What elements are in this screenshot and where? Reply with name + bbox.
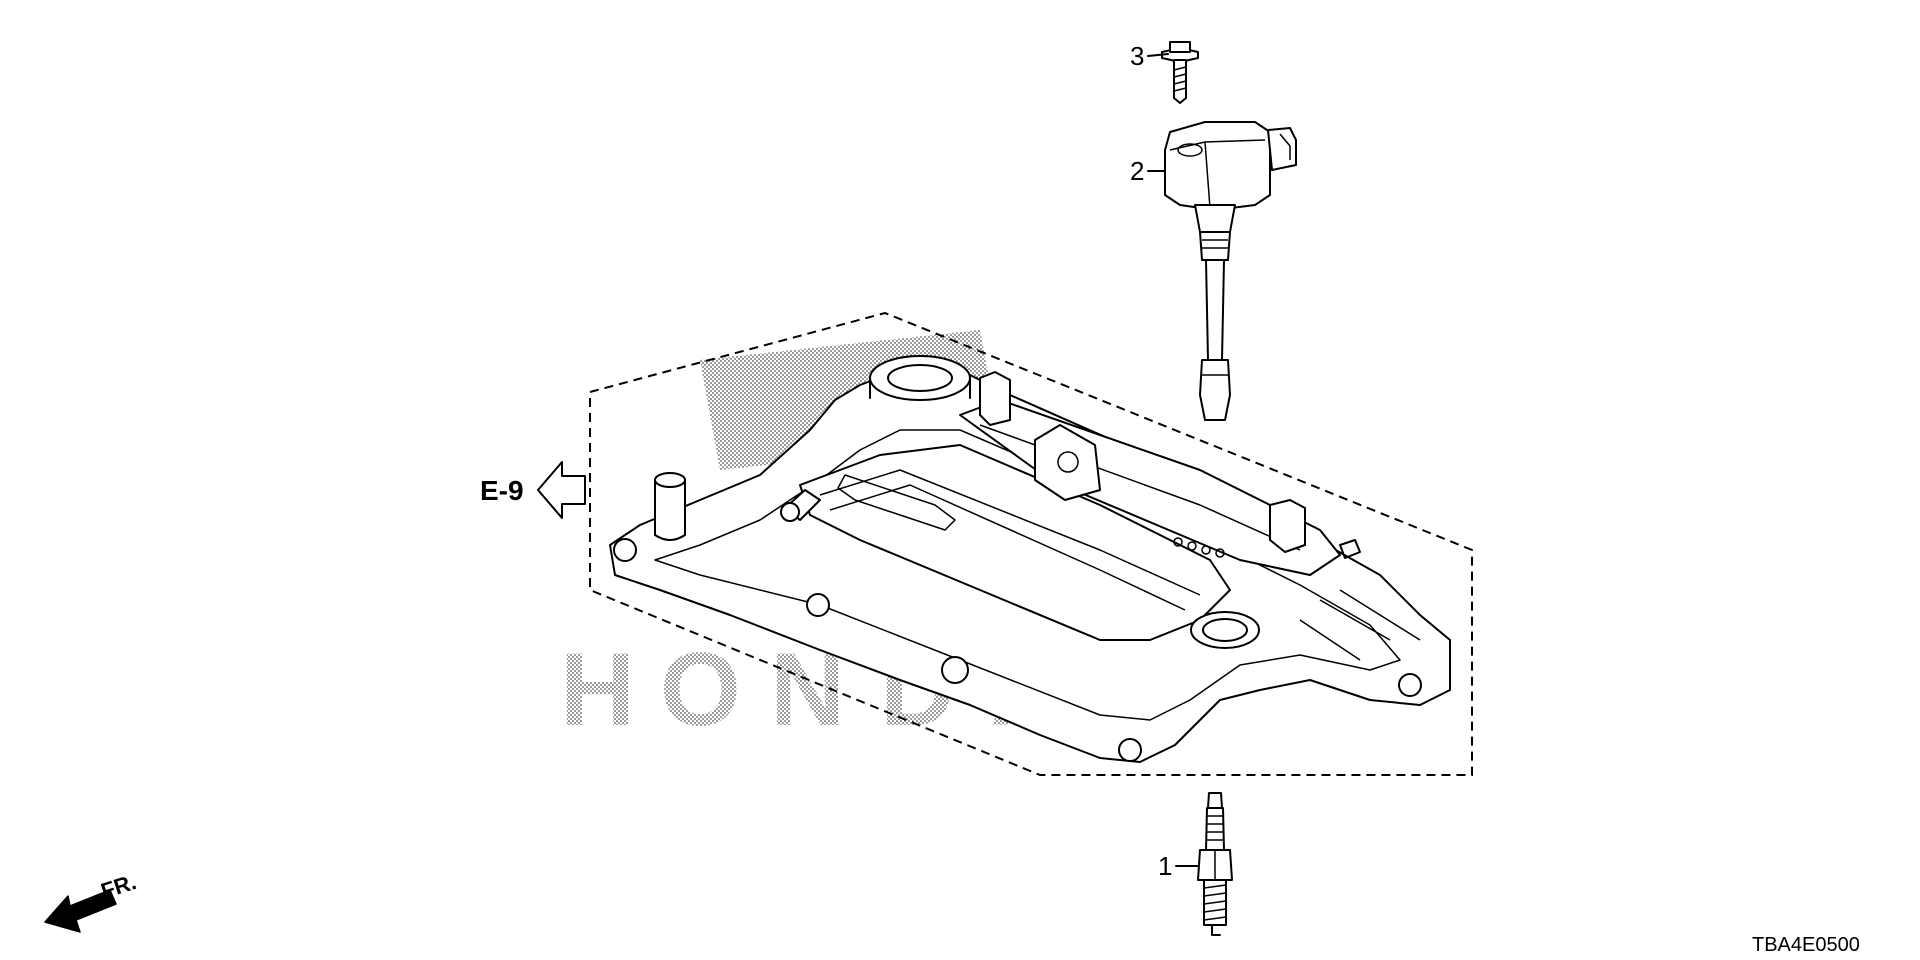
oil-filler-neck-side <box>869 377 971 399</box>
coil-mount-eye <box>1177 143 1203 157</box>
mounting-boss <box>613 538 637 562</box>
coil-boot-tube <box>1205 259 1225 361</box>
plug-hole-inner <box>1202 618 1248 642</box>
vent-dot <box>1187 541 1197 551</box>
plug-electrode <box>1211 924 1221 936</box>
diagram-code: TBA4E0500 <box>1752 934 1860 956</box>
coil-boot-ribs <box>1202 239 1228 249</box>
plug-thread-lines <box>1203 884 1227 921</box>
bolt-thread <box>1173 66 1187 92</box>
plug-insulator-ribs <box>1207 815 1223 841</box>
ignition-coil <box>1164 121 1297 421</box>
lifting-bracket-hole <box>1057 451 1079 473</box>
coil-connector-latch <box>1279 133 1291 160</box>
coil-connector <box>1267 127 1297 171</box>
coil-boot-collar <box>1199 231 1231 261</box>
assembly-boundary <box>589 311 1473 776</box>
mounting-boss <box>1398 673 1422 697</box>
vent-dot <box>1215 548 1225 558</box>
mounting-boss <box>941 656 969 684</box>
coil-body-edge <box>1169 139 1266 209</box>
bolt-head <box>1169 41 1191 53</box>
cover-housing-ridge <box>829 484 1186 611</box>
solid-arrow-down-left-icon <box>44 889 117 933</box>
hose-fitting-end <box>780 502 800 522</box>
watermark-letter: H <box>560 632 635 748</box>
callout-3: 3 <box>1130 41 1169 71</box>
coil-neck <box>1194 204 1236 233</box>
coil-boot-tip <box>1199 359 1231 421</box>
cover-end-rib <box>1299 589 1421 661</box>
vent-dot <box>1201 545 1211 555</box>
lifting-bracket <box>1034 424 1101 501</box>
front-label: FR. <box>98 869 139 904</box>
watermark-letter: O <box>660 632 741 748</box>
embossed-logo-area <box>837 474 956 531</box>
plug-terminal <box>1207 792 1223 809</box>
callout-number: 2 <box>1130 156 1144 186</box>
clip-tab <box>979 371 1011 426</box>
reference-e9[interactable]: E-9 <box>480 461 586 519</box>
callout-number: 1 <box>1158 851 1172 881</box>
coil-body <box>1164 121 1271 211</box>
cover-housing-ridge <box>819 469 1201 596</box>
breather-tube <box>654 479 686 541</box>
callout-1: 1 <box>1158 851 1199 881</box>
callout-number: 3 <box>1130 41 1144 71</box>
mounting-boss <box>806 593 830 617</box>
spark-plug <box>1197 792 1233 936</box>
oil-filler-neck-inner <box>887 364 953 392</box>
callout-2: 2 <box>1130 156 1166 186</box>
clip-tab <box>1269 499 1306 553</box>
cylinder-head-cover <box>609 355 1451 763</box>
mounting-boss <box>1118 738 1142 762</box>
bolt <box>1161 41 1199 104</box>
breather-tube-top <box>654 472 686 488</box>
hollow-arrow-left-icon <box>537 461 586 519</box>
reference-label: E-9 <box>480 475 524 506</box>
vent-dot <box>1173 537 1183 547</box>
cover-inner-rail <box>654 429 1401 721</box>
right-end-connector <box>1339 539 1361 559</box>
front-indicator: FR. <box>44 869 139 933</box>
leader-line <box>1147 53 1169 57</box>
plug-insulator <box>1205 807 1225 851</box>
bolt-shank <box>1173 59 1187 104</box>
